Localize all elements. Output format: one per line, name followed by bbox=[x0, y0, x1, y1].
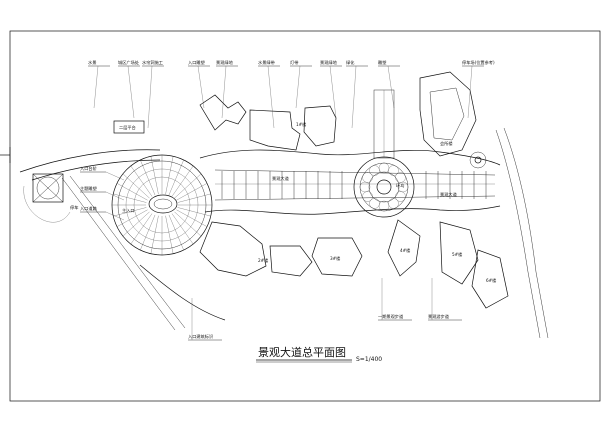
callout-top-6: 灯带 bbox=[290, 59, 312, 109]
building-b-label: 2#楼 bbox=[258, 257, 268, 264]
north-marker: 停车 bbox=[23, 173, 78, 223]
svg-text:水帘洞施工: 水帘洞施工 bbox=[142, 59, 163, 66]
roundabout-label: 环岛 bbox=[396, 182, 404, 189]
callout-left-2: 入口道路 bbox=[80, 205, 125, 221]
road-curves bbox=[19, 149, 226, 331]
svg-text:二层平台: 二层平台 bbox=[119, 124, 136, 131]
svg-text:景观绿地: 景观绿地 bbox=[216, 59, 234, 66]
boulevard-label-2: 景观大道 bbox=[440, 191, 458, 198]
callout-bottom-0: 入口建筑标识 bbox=[188, 298, 222, 341]
callout-top-5: 水景绿带 bbox=[258, 59, 280, 129]
svg-text:城区广场处: 城区广场处 bbox=[118, 59, 140, 66]
callout-top-8: 绿化 bbox=[346, 59, 368, 129]
title-block: 景观大道总平面图 S=1/400 bbox=[256, 345, 382, 363]
boulevard-label: 景观大道 bbox=[272, 175, 290, 182]
drawing-scale: S=1/400 bbox=[356, 356, 382, 363]
svg-text:景观游步道: 景观游步道 bbox=[428, 313, 450, 320]
svg-text:绿化: 绿化 bbox=[346, 59, 355, 66]
boulevard: 景观大道 景观大道 bbox=[199, 149, 501, 215]
callout-top-1: 城区广场处 bbox=[118, 59, 140, 119]
svg-text:雕塑: 雕塑 bbox=[378, 59, 386, 66]
callout-top-10: 停车场(位置参考) bbox=[462, 59, 495, 119]
north-building-label: 会所楼 bbox=[440, 140, 453, 147]
building-d-label: 4#楼 bbox=[400, 247, 410, 254]
entry-label: 主入口 bbox=[122, 207, 135, 213]
svg-text:一期景观步道: 一期景观步道 bbox=[378, 313, 404, 320]
central-roundabout: 环岛 bbox=[353, 89, 415, 218]
svg-text:停车: 停车 bbox=[70, 204, 78, 211]
svg-text:停车场(位置参考): 停车场(位置参考) bbox=[462, 59, 495, 66]
bottom-callouts: 入口建筑标识 一期景观步道 景观游步道 bbox=[188, 278, 462, 341]
svg-text:入口建筑标识: 入口建筑标识 bbox=[188, 333, 213, 340]
svg-text:主题雕塑: 主题雕塑 bbox=[80, 185, 97, 192]
callout-left-0: 入口台阶 bbox=[80, 165, 125, 181]
callout-top-9: 雕塑 bbox=[378, 59, 400, 109]
callout-top-7: 景观绿地 bbox=[320, 59, 342, 119]
callout-top-3: 入口雕塑 bbox=[188, 59, 210, 109]
buildings: 1#楼 会所楼 2#楼 3#楼 4#楼 5#楼 6#楼 bbox=[199, 71, 549, 339]
drawing-title: 景观大道总平面图 bbox=[258, 345, 346, 359]
building-c-label: 3#楼 bbox=[330, 255, 340, 262]
top-callouts: 水景 城区广场处水帘洞施工 入口雕塑 景观绿地 水景绿带 灯带 景观绿地 绿化 雕塑 停车场(位置… bbox=[88, 59, 495, 129]
svg-text:入口雕塑: 入口雕塑 bbox=[188, 59, 205, 66]
entry-plaza: 主入口 bbox=[111, 154, 213, 256]
callout-bottom-2: 景观游步道 bbox=[428, 278, 462, 321]
building-e-label: 5#楼 bbox=[452, 251, 462, 258]
svg-text:入口道路: 入口道路 bbox=[80, 205, 98, 212]
callout-left-1: 主题雕塑 bbox=[80, 185, 125, 201]
callout-top-2: 水帘洞施工 bbox=[142, 59, 164, 129]
svg-text:入口台阶: 入口台阶 bbox=[80, 165, 98, 172]
building-f-label: 6#楼 bbox=[486, 277, 496, 284]
svg-text:灯带: 灯带 bbox=[290, 59, 298, 66]
svg-text:水景: 水景 bbox=[88, 59, 96, 66]
svg-text:景观绿地: 景观绿地 bbox=[320, 59, 338, 66]
building-a-label: 1#楼 bbox=[296, 121, 306, 128]
callout-top-0: 水景 bbox=[88, 59, 110, 109]
platform-label-box: 二层平台 bbox=[113, 120, 145, 134]
callout-bottom-1: 一期景观步道 bbox=[378, 278, 412, 321]
callout-top-4: 景观绿地 bbox=[216, 59, 238, 119]
drawing-frame bbox=[9, 30, 601, 402]
svg-text:水景绿带: 水景绿带 bbox=[258, 59, 275, 66]
